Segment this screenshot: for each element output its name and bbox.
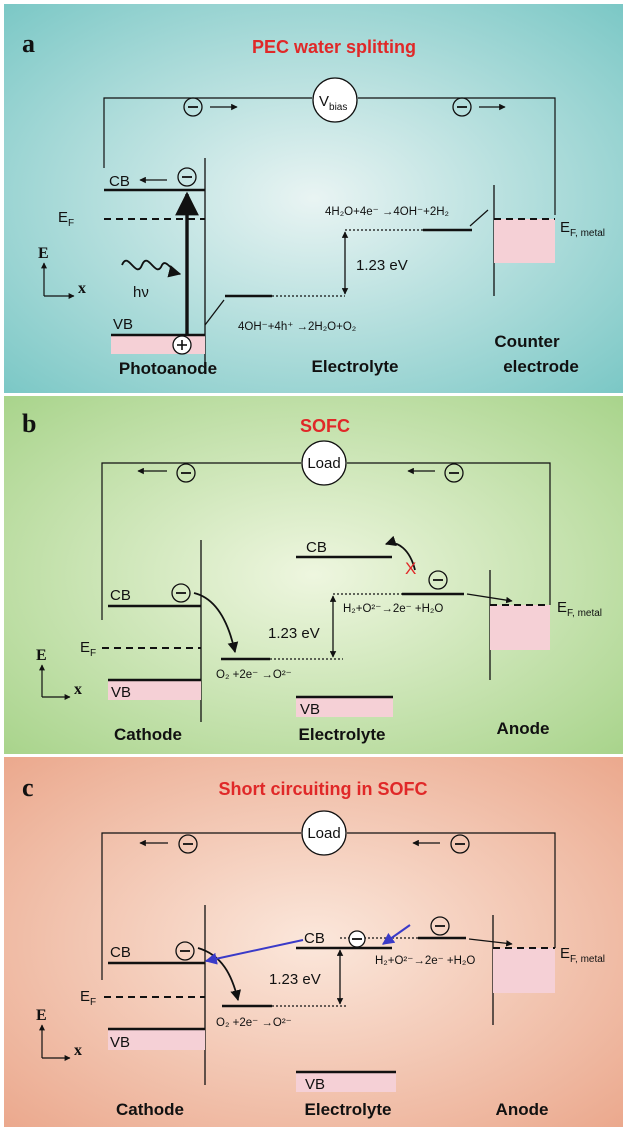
ef-metal-label: EF, metal xyxy=(560,219,605,239)
anode-label: Anode xyxy=(497,719,550,738)
vbias-label: Vbias xyxy=(319,93,347,113)
electron-to-anode-arrow xyxy=(468,938,513,947)
panel-c: c Short circuiting in SOFC Load CB EF VB xyxy=(4,757,623,1127)
circuit-wire-left xyxy=(101,832,301,980)
electron-icon xyxy=(452,97,472,117)
panel-a-background xyxy=(4,4,623,393)
panel-c-letter: c xyxy=(22,773,34,802)
gap-label: 1.23 eV xyxy=(356,257,408,274)
anode-label: Anode xyxy=(496,1100,549,1119)
leakage-arrow xyxy=(382,924,411,945)
anode-filled-states xyxy=(490,605,550,650)
vb-label: VB xyxy=(113,316,133,333)
cathode-label: Cathode xyxy=(116,1100,184,1119)
electron-icon xyxy=(175,941,195,961)
vb-label-left: VB xyxy=(110,1034,130,1051)
short-circuit-arrow xyxy=(204,939,304,965)
photon-wave xyxy=(121,259,182,278)
energy-axis-label: E xyxy=(36,647,47,664)
gap-label: 1.23 eV xyxy=(268,625,320,642)
cathode-valence-fill xyxy=(108,1029,205,1050)
electron-transfer-line xyxy=(469,209,489,227)
electrolyte-valence-fill xyxy=(296,697,393,717)
cb-label-left: CB xyxy=(110,944,131,961)
circuit-wire-right xyxy=(347,832,556,948)
electron-icon xyxy=(171,583,191,603)
orr-reaction: O₂ +2e⁻ →O²⁻ xyxy=(216,669,292,681)
counter-label-2: electrode xyxy=(503,357,579,376)
electrolyte-label: Electrolyte xyxy=(312,357,399,376)
hv-label: hν xyxy=(133,284,149,301)
electron-icon xyxy=(176,463,196,483)
electron-icon xyxy=(444,463,464,483)
photoanode-label: Photoanode xyxy=(119,359,217,378)
blocked-transfer-arrow xyxy=(384,535,416,571)
electron-transfer-arrow xyxy=(193,592,239,654)
ef-label: EF xyxy=(80,988,96,1008)
cb-label-left: CB xyxy=(110,587,131,604)
circuit-wire-left xyxy=(103,97,312,168)
metal-filled-states xyxy=(494,219,555,263)
counter-label-1: Counter xyxy=(494,332,560,351)
ef-label: EF xyxy=(58,209,74,229)
load-label: Load xyxy=(307,825,340,842)
panel-a: a PEC water splitting Vbias CB EF VB xyxy=(4,4,623,393)
position-axis-label: x xyxy=(74,681,82,698)
hole-transfer-line xyxy=(204,299,225,326)
cathode-valence-fill xyxy=(108,680,201,700)
cb-label-mid: CB xyxy=(304,930,325,947)
panel-c-title: Short circuiting in SOFC xyxy=(218,779,427,799)
panel-a-letter: a xyxy=(22,29,35,58)
cb-label-mid: CB xyxy=(306,539,327,556)
load-circle xyxy=(301,810,347,856)
panel-a-title: PEC water splitting xyxy=(252,37,416,57)
electron-transfer-arrow xyxy=(197,947,241,1002)
electron-icon xyxy=(183,97,203,117)
load-label: Load xyxy=(307,455,340,472)
panel-b: b SOFC Load CB EF VB CB xyxy=(4,396,623,754)
vb-label-mid: VB xyxy=(305,1076,325,1093)
electrolyte-label: Electrolyte xyxy=(305,1100,392,1119)
electrolyte-valence-fill xyxy=(296,1072,396,1092)
electrolyte-label: Electrolyte xyxy=(299,725,386,744)
orr-reaction: O₂ +2e⁻ →O²⁻ xyxy=(216,1017,292,1029)
hor-reaction: H₂+O²⁻→2e⁻ +H₂O xyxy=(343,603,443,615)
energy-axis-label: E xyxy=(38,245,49,262)
cb-label: CB xyxy=(109,173,130,190)
ef-label: EF xyxy=(80,639,96,659)
electron-icon xyxy=(178,834,198,854)
hor-reaction: H₂+O²⁻→2e⁻ +H₂O xyxy=(375,955,475,967)
energy-axis-label: E xyxy=(36,1007,47,1024)
cathode-label: Cathode xyxy=(114,725,182,744)
electron-icon xyxy=(428,570,448,590)
circuit-wire-right xyxy=(347,462,551,605)
gap-label: 1.23 eV xyxy=(269,971,321,988)
vb-label-left: VB xyxy=(111,684,131,701)
vbias-circle xyxy=(312,77,358,123)
ef-metal-label: EF, metal xyxy=(560,945,605,965)
electron-icon xyxy=(450,834,470,854)
position-axis-label: x xyxy=(74,1042,82,1059)
electron-icon xyxy=(348,930,366,948)
blocked-mark: X xyxy=(405,559,416,578)
her-reaction: 4H₂O+4e⁻ →4OH⁻+2H₂ xyxy=(325,206,449,218)
circuit-wire-left xyxy=(101,462,301,620)
ef-metal-label: EF, metal xyxy=(557,599,602,619)
vb-label-mid: VB xyxy=(300,701,320,718)
oer-reaction: 4OH⁻+4h⁺ →2H₂O+O₂ xyxy=(238,321,356,333)
anode-filled-states xyxy=(493,948,555,993)
load-circle xyxy=(301,440,347,486)
hole-icon xyxy=(172,335,192,355)
electron-icon xyxy=(430,916,450,936)
panel-b-letter: b xyxy=(22,409,36,438)
panel-b-title: SOFC xyxy=(300,416,350,436)
electron-icon xyxy=(177,167,197,187)
circuit-wire-right xyxy=(358,97,556,215)
position-axis-label: x xyxy=(78,280,86,297)
